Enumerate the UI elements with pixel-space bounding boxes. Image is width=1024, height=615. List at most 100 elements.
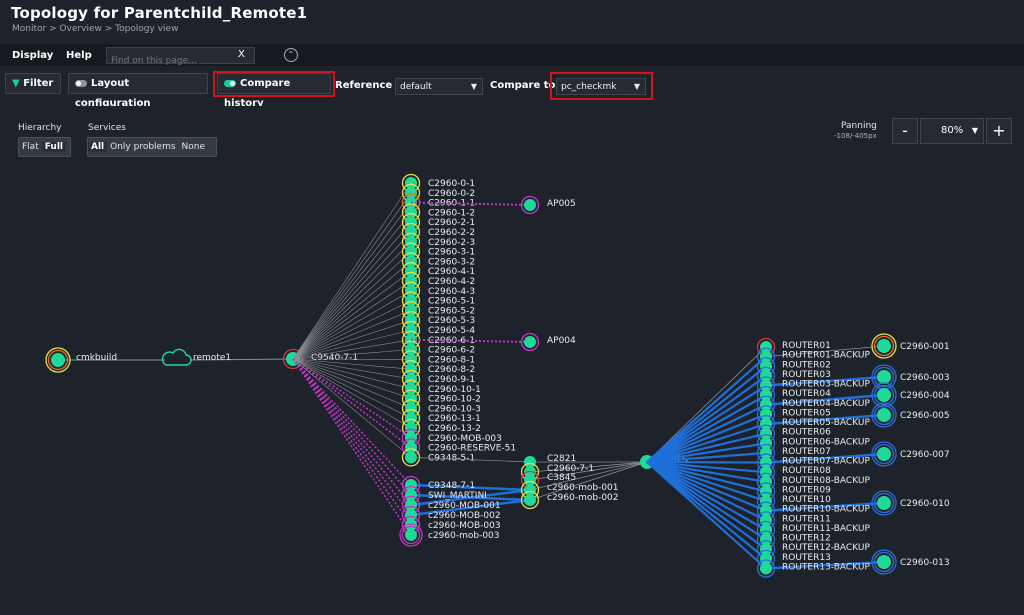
node-c2960-10-3[interactable] (405, 402, 417, 415)
node-c9348-7-1[interactable] (405, 479, 417, 491)
node-router05-backup[interactable] (760, 418, 772, 431)
node-c2960-10-1[interactable] (405, 382, 417, 395)
compare-history-button[interactable]: Compare history (217, 73, 331, 109)
node-c2960-4-3[interactable] (405, 284, 417, 297)
node-label: C2960-5-4 (428, 326, 475, 336)
reference-select[interactable]: default▼ (395, 78, 483, 95)
node-c2960-005[interactable] (877, 408, 891, 422)
node-c2960-8-1[interactable] (405, 353, 417, 366)
node-router05[interactable] (760, 408, 772, 421)
node-c2960-10-2[interactable] (405, 392, 417, 405)
node-router13-backup[interactable] (760, 562, 772, 575)
menu-display[interactable]: Display (12, 50, 54, 61)
node-c2960-003[interactable] (877, 370, 891, 384)
node-router11[interactable] (760, 514, 772, 527)
link (765, 560, 885, 570)
breadcrumb[interactable]: Monitor > Overview > Topology view (12, 24, 179, 34)
node-c2960-0-2[interactable] (405, 186, 417, 199)
node-router02[interactable] (760, 360, 772, 373)
node-label: ROUTER13-BACKUP (782, 562, 870, 572)
node-router04-backup[interactable] (760, 398, 772, 411)
node-ring (873, 366, 895, 388)
node-c2960-4-1[interactable] (405, 265, 417, 278)
node-c2960-3-2[interactable] (405, 255, 417, 268)
node-c2960-5-1[interactable] (405, 294, 417, 307)
node-c2960-mob-001[interactable] (524, 484, 536, 496)
node-ring (873, 335, 895, 357)
menu-help[interactable]: Help (66, 50, 92, 61)
node-router01[interactable] (760, 341, 772, 353)
node-c2960-004[interactable] (877, 388, 891, 402)
hierarchy-flat-option[interactable]: Flat (22, 142, 39, 152)
node-router09[interactable] (760, 485, 772, 498)
node-router13[interactable] (760, 552, 772, 565)
node-router03-backup[interactable] (760, 379, 772, 392)
node-router06-backup[interactable] (760, 437, 772, 450)
node-c2960-2-2[interactable] (405, 226, 417, 238)
node-cmkbuild[interactable] (51, 353, 65, 367)
node-router11-backup[interactable] (760, 523, 772, 536)
services-only-problems-option[interactable]: Only problems (110, 142, 176, 152)
node-c2960-6-2[interactable] (405, 343, 417, 356)
zoom-select[interactable]: 80%▼ (920, 118, 984, 144)
node-c3845[interactable] (524, 474, 536, 486)
node-c2960-007[interactable] (877, 447, 891, 461)
services-none-option[interactable]: None (181, 142, 206, 152)
node-router12[interactable] (760, 533, 772, 546)
collapse-header-icon[interactable]: ⌃ (284, 48, 298, 62)
node-router03[interactable] (760, 369, 772, 382)
node-c2960-010[interactable] (877, 496, 891, 510)
node-c2960-5-4[interactable] (405, 324, 417, 336)
node-swi_martini[interactable] (405, 489, 417, 501)
cloud-icon[interactable] (161, 348, 192, 366)
node-c2960-4-2[interactable] (405, 275, 417, 287)
node-c2960-13-2[interactable] (405, 422, 417, 434)
node-c2960-mob-002[interactable] (405, 509, 417, 521)
node-c2960-9-1[interactable] (405, 373, 417, 385)
node-router04[interactable] (760, 389, 772, 402)
node-router12-backup[interactable] (760, 543, 772, 556)
node-c2960-mob-003[interactable] (405, 431, 417, 444)
node-c2960-2-1[interactable] (405, 216, 417, 229)
compare-to-select[interactable]: pc_checkmk▼ (556, 78, 646, 95)
node-router08-backup[interactable] (760, 475, 772, 488)
node-ap004[interactable] (524, 336, 536, 348)
link (292, 241, 412, 360)
node-c2821[interactable] (524, 456, 536, 468)
zoom-out-button[interactable]: - (892, 118, 918, 144)
node-c2960-mob-003[interactable] (405, 529, 417, 541)
node-c2960-013[interactable] (877, 555, 891, 569)
node-c2960-mob-001[interactable] (405, 499, 417, 511)
node-c2960-13-1[interactable] (405, 412, 417, 425)
node-router08[interactable] (760, 466, 772, 479)
node-router07-backup[interactable] (760, 456, 772, 469)
node-c2960-reserve-51[interactable] (405, 441, 417, 454)
node-router07[interactable] (760, 446, 772, 459)
node-c2960-5-3[interactable] (405, 314, 417, 327)
layout-configuration-button[interactable]: Layout configuration (68, 73, 208, 109)
topology-canvas[interactable] (0, 106, 1024, 615)
node-c2960-3-1[interactable] (405, 245, 417, 258)
node-c2960-0-1[interactable] (405, 177, 417, 189)
node-router10-backup[interactable] (760, 504, 772, 517)
node-c2960-mob-002[interactable] (524, 494, 536, 506)
node-c2960-1-2[interactable] (405, 206, 417, 219)
search-input[interactable] (107, 55, 235, 67)
node-c2960-001[interactable] (877, 339, 891, 353)
node-ap005[interactable] (524, 199, 536, 211)
node-c2960-mob-003[interactable] (405, 519, 417, 531)
node-router10[interactable] (760, 495, 772, 508)
node-router06[interactable] (760, 427, 772, 440)
node-c2960-8-2[interactable] (405, 363, 417, 376)
filter-button[interactable]: ▼ Filter (5, 73, 61, 94)
node-router01-backup[interactable] (760, 350, 772, 363)
node-c2960-5-2[interactable] (405, 304, 417, 317)
node-label: c2960-mob-001 (547, 483, 619, 493)
hierarchy-full-option[interactable]: Full (41, 142, 67, 152)
clear-search-button[interactable]: X (238, 49, 245, 60)
node-label: C2960-8-1 (428, 355, 475, 365)
node-c2960-2-3[interactable] (405, 235, 417, 248)
services-all-option[interactable]: All (88, 142, 108, 152)
zoom-in-button[interactable]: + (986, 118, 1012, 144)
